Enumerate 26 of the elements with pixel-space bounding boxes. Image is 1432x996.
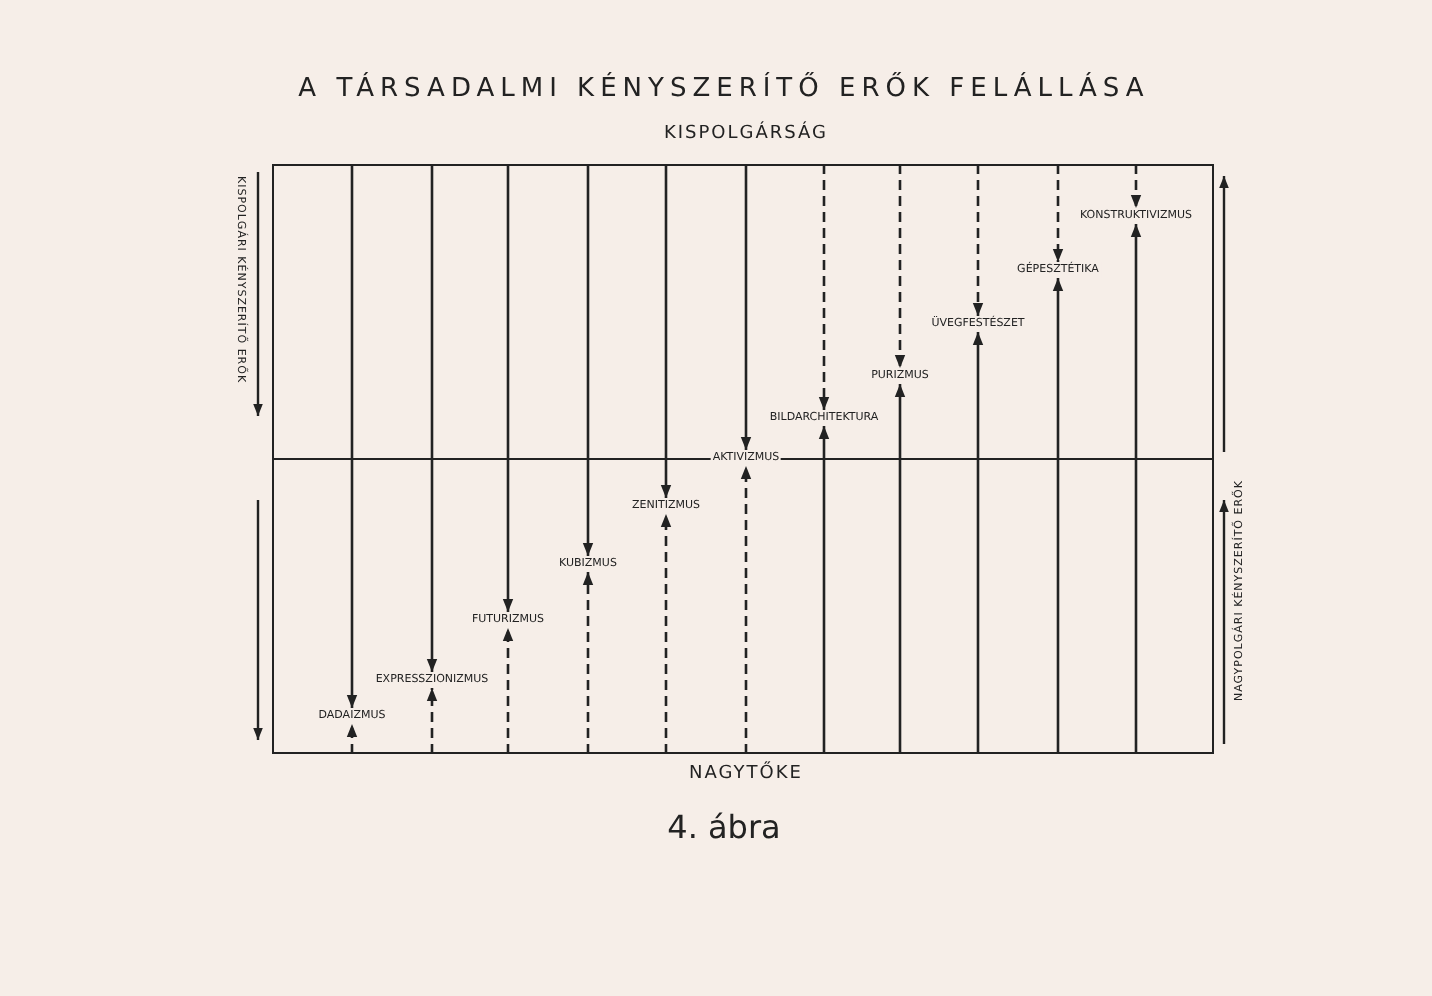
- arrow: [1130, 164, 1142, 208]
- arrow: [660, 514, 672, 754]
- arrow: [740, 466, 752, 754]
- arrow: [502, 628, 514, 754]
- arrow: [346, 164, 358, 708]
- arrow: [972, 332, 984, 754]
- figure-caption: 4. ábra: [667, 808, 781, 846]
- arrow: [426, 164, 438, 672]
- arrow: [1052, 164, 1064, 262]
- arrow: [1052, 278, 1064, 754]
- arrow: [894, 384, 906, 754]
- arrow: [660, 164, 672, 498]
- arrow: [582, 572, 594, 754]
- arrow: [894, 164, 906, 368]
- panel-heading: KISPOLGÁRSÁG: [663, 124, 829, 144]
- arrow: [818, 426, 830, 754]
- arrow: [582, 164, 594, 556]
- arrow: [502, 164, 514, 612]
- diagram-title: A TÁRSADALMI KÉNYSZERÍTŐ ERŐK FELÁLLÁSA: [298, 74, 1150, 104]
- arrow: [818, 164, 830, 410]
- panel-heading: NAGYTŐKE: [689, 764, 803, 784]
- arrow: [740, 164, 752, 450]
- arrow: [972, 164, 984, 316]
- arrow: [346, 724, 358, 754]
- arrow: [426, 688, 438, 754]
- arrow: [1130, 224, 1142, 754]
